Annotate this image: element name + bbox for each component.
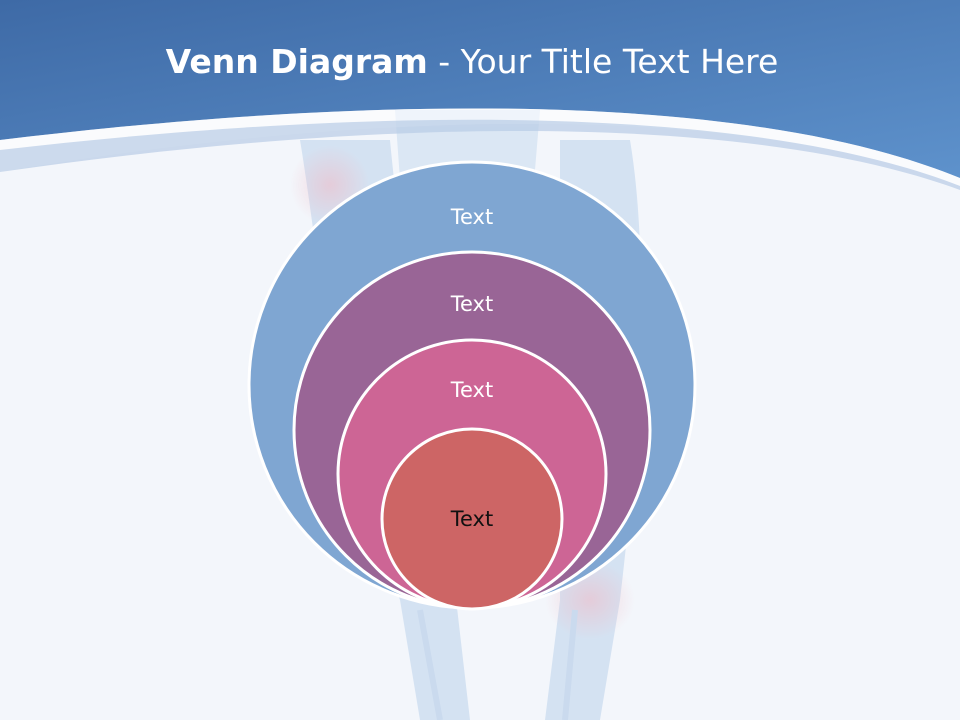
venn-label-outer: Text <box>450 205 494 229</box>
title-bold: Venn Diagram <box>165 42 428 81</box>
venn-label-third: Text <box>450 378 494 402</box>
venn-label-second: Text <box>450 292 494 316</box>
venn-circle-inner <box>380 427 564 611</box>
venn-label-inner: Text <box>450 507 494 531</box>
title-rest: - Your Title Text Here <box>427 42 779 81</box>
slide-title: Venn Diagram - Your Title Text Here <box>0 40 944 84</box>
